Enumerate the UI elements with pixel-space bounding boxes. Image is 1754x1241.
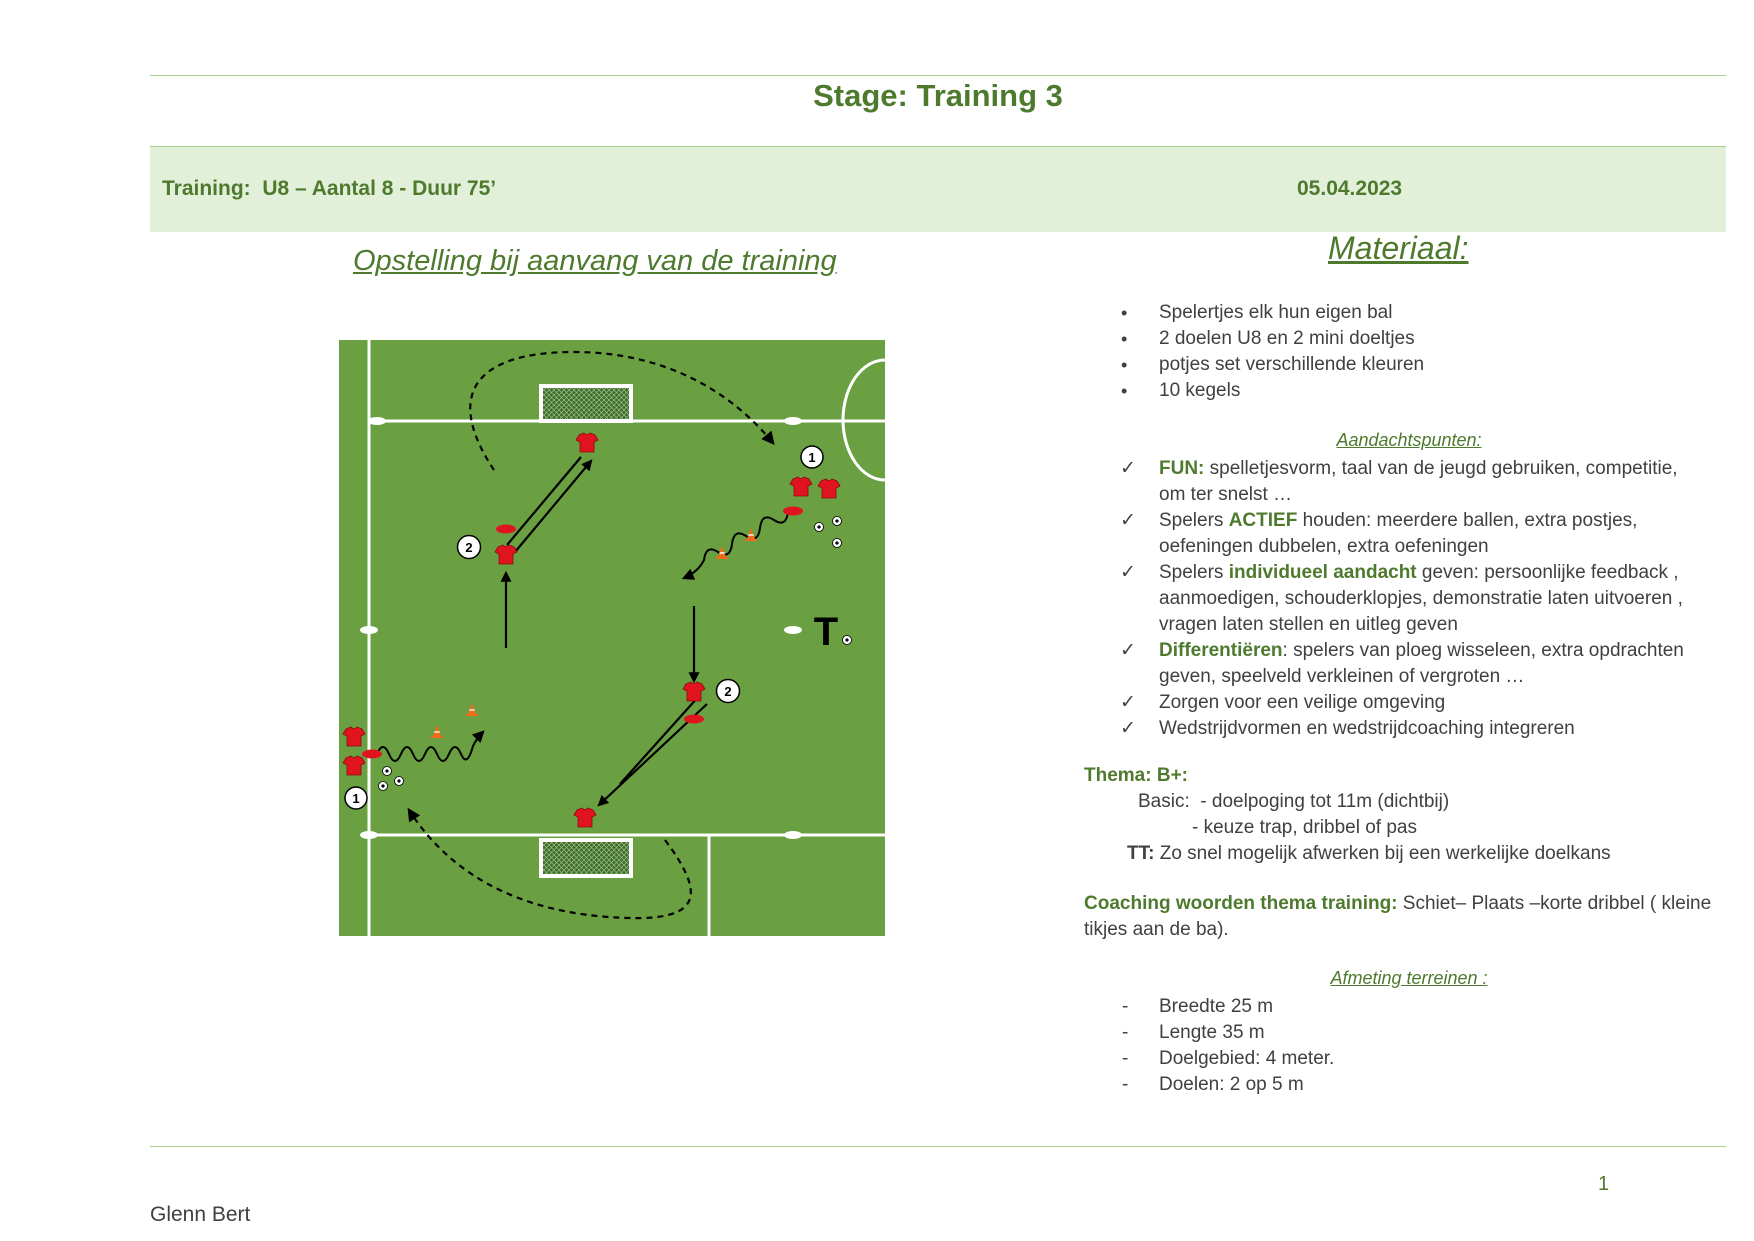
basic-point-2: - keuze trap, dribbel of pas (1192, 817, 1417, 838)
tt-label: TT: (1127, 843, 1155, 864)
materials-list: Spelertjes elk hun eigen bal 2 doelen U8… (1084, 300, 1734, 404)
material-item: 2 doelen U8 en 2 mini doeltjes (1084, 326, 1734, 352)
checkmark-icon: ✓ (1120, 510, 1136, 531)
page-title: Stage: Training 3 (813, 78, 1063, 113)
afmeting-heading: Afmeting terreinen : (1330, 968, 1488, 988)
aandacht-item: ✓Zorgen voor een veilige omgeving (1084, 690, 1734, 716)
aandachtspunten-list: ✓FUN: spelletjesvorm, taal van de jeugd … (1084, 456, 1734, 742)
afmeting-item: Doelgebied: 4 meter. (1084, 1046, 1734, 1072)
aandacht-item: ✓Spelers individueel aandacht geven: per… (1120, 562, 1683, 635)
top-goal (539, 384, 633, 423)
training-field-diagram: 2 1 2 1 T (339, 340, 885, 936)
aandacht-item: ✓Spelers ACTIEF houden: meerdere ballen,… (1120, 510, 1638, 557)
aandacht-item: ✓Differentiëren: spelers van ploeg wisse… (1120, 640, 1684, 687)
tt-text: Zo snel mogelijk afwerken bij een werkel… (1154, 843, 1611, 864)
checkmark-icon: ✓ (1120, 692, 1136, 713)
afmeting-item: Lengte 35 m (1084, 1020, 1734, 1046)
svg-text:1: 1 (808, 450, 815, 465)
afmeting-list: Breedte 25 m Lengte 35 m Doelgebied: 4 m… (1084, 994, 1734, 1098)
coaching-words: Coaching woorden thema training: Schiet–… (1084, 891, 1714, 943)
setup-heading: Opstelling bij aanvang van de training (353, 245, 837, 277)
training-date: 05.04.2023 (1297, 177, 1403, 200)
player-number-badge: 2 (456, 534, 482, 560)
basic-label: Basic: (1138, 791, 1190, 812)
training-info: Training: U8 – Aantal 8 - Duur 75’ (162, 177, 497, 200)
svg-text:2: 2 (465, 540, 472, 555)
page-number: 1 (1598, 1173, 1610, 1195)
checkmark-icon: ✓ (1120, 718, 1136, 739)
training-info-band: Training: U8 – Aantal 8 - Duur 75’ 05.04… (150, 146, 1726, 232)
player-number-badge: 2 (715, 678, 741, 704)
top-divider (150, 75, 1726, 76)
checkmark-icon: ✓ (1120, 562, 1136, 583)
coaching-text: Schiet– Plaats –korte dribbel ( kleine t… (1084, 893, 1712, 940)
trainer-label: T (814, 610, 838, 654)
aandachtspunten-heading: Aandachtspunten: (1336, 430, 1482, 450)
bottom-divider (150, 1146, 1726, 1147)
author-name: Glenn Bert (150, 1203, 251, 1226)
bottom-goal (539, 838, 633, 878)
material-item: 10 kegels (1084, 378, 1734, 404)
aandacht-item: ✓FUN: spelletjesvorm, taal van de jeugd … (1120, 458, 1678, 505)
svg-text:1: 1 (352, 791, 359, 806)
player-number-badge: 1 (800, 445, 824, 469)
coaching-label: Coaching woorden thema training: (1084, 893, 1398, 914)
material-item: potjes set verschillende kleuren (1084, 352, 1734, 378)
aandacht-item: ✓Wedstrijdvormen en wedstrijdcoaching in… (1084, 716, 1734, 742)
thema-label: Thema: B+: (1084, 765, 1188, 786)
afmeting-item: Doelen: 2 op 5 m (1084, 1072, 1734, 1098)
checkmark-icon: ✓ (1120, 640, 1136, 661)
basic-point-1: - doelpoging tot 11m (dichtbij) (1200, 791, 1450, 812)
thema-block: Thema: B+: Basic: - doelpoging tot 11m (… (1084, 763, 1734, 867)
materiaal-heading: Materiaal: (1328, 230, 1469, 266)
svg-text:2: 2 (724, 684, 731, 699)
material-item: Spelertjes elk hun eigen bal (1084, 300, 1734, 326)
checkmark-icon: ✓ (1120, 458, 1136, 479)
player-number-badge: 1 (344, 786, 368, 810)
afmeting-item: Breedte 25 m (1084, 994, 1734, 1020)
